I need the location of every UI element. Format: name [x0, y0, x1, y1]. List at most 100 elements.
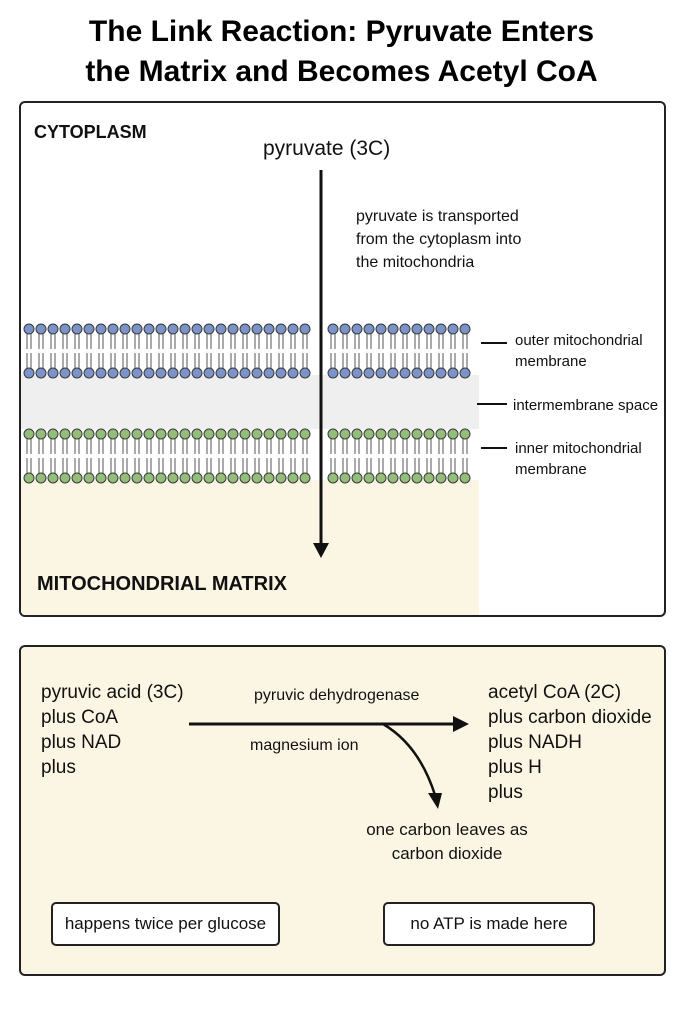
phospholipid-head [375, 323, 387, 335]
phospholipid-head [35, 323, 47, 335]
phospholipid-head [131, 367, 143, 379]
phospholipid-head [119, 323, 131, 335]
phospholipid-head [263, 367, 275, 379]
phospholipid-head [263, 472, 275, 484]
product-item: acetyl CoA (2C) [488, 682, 622, 703]
phospholipid-head [203, 323, 215, 335]
phospholipid-head [83, 367, 95, 379]
phospholipid-head [275, 367, 287, 379]
phospholipid-head [363, 472, 375, 484]
phospholipid-head [263, 428, 275, 440]
phospholipid-head [203, 428, 215, 440]
phospholipid-head [95, 428, 107, 440]
outer-membrane-label: outer mitochondrial membrane [515, 330, 643, 372]
phospholipid-head [23, 323, 35, 335]
reactants-list: pyruvic acid (3C) plus CoA plus NAD plus [41, 680, 184, 780]
phospholipid-head [83, 472, 95, 484]
phospholipid-head [435, 323, 447, 335]
phospholipid-head [155, 472, 167, 484]
phospholipid-head [95, 367, 107, 379]
phospholipid-head [143, 472, 155, 484]
phospholipid-head [327, 472, 339, 484]
product-item: plus NADH [488, 732, 582, 753]
phospholipid-head [227, 367, 239, 379]
phospholipid-head [363, 367, 375, 379]
phospholipid-head [179, 472, 191, 484]
outer-membrane-label-line: outer mitochondrial [515, 332, 643, 349]
phospholipid-head [327, 428, 339, 440]
phospholipid-head [23, 428, 35, 440]
matrix-label: MITOCHONDRIAL MATRIX [37, 573, 287, 595]
phospholipid-head [215, 428, 227, 440]
phospholipid-head [155, 323, 167, 335]
phospholipid-head [459, 323, 471, 335]
phospholipid-head [59, 472, 71, 484]
phospholipid-head [119, 428, 131, 440]
phospholipid-head [35, 472, 47, 484]
phospholipid-head [339, 323, 351, 335]
intermembrane-label: intermembrane space [513, 397, 659, 414]
product-item: plus H [488, 757, 542, 778]
phospholipid-head [71, 323, 83, 335]
phospholipid-head [275, 323, 287, 335]
phospholipid-head [447, 472, 459, 484]
phospholipid-head [47, 367, 59, 379]
phospholipid-head [131, 428, 143, 440]
phospholipid-head [351, 323, 363, 335]
phospholipid-head [35, 367, 47, 379]
phospholipid-head [119, 472, 131, 484]
inner-membrane-label-line: membrane [515, 461, 587, 478]
phospholipid-head [399, 323, 411, 335]
phospholipid-head [119, 367, 131, 379]
pyruvate-label: pyruvate (3C) [263, 137, 391, 160]
phospholipid-head [263, 323, 275, 335]
phospholipid-head [399, 428, 411, 440]
phospholipid-head [387, 323, 399, 335]
phospholipid-head [131, 323, 143, 335]
phospholipid-head [179, 323, 191, 335]
reactant-item: plus [41, 757, 76, 778]
reaction-panel: pyruvic acid (3C) plus CoA plus NAD plus… [19, 645, 666, 976]
phospholipid-head [435, 472, 447, 484]
phospholipid-head [191, 472, 203, 484]
transport-arrow-head [313, 543, 329, 558]
phospholipid-head [423, 428, 435, 440]
fact-no-atp: no ATP is made here [383, 902, 595, 946]
phospholipid-head [47, 428, 59, 440]
phospholipid-head [155, 367, 167, 379]
phospholipid-head [275, 428, 287, 440]
transport-note: pyruvate is transported from the cytopla… [356, 205, 521, 274]
phospholipid-head [251, 367, 263, 379]
phospholipid-head [351, 428, 363, 440]
phospholipid-head [143, 428, 155, 440]
phospholipid-head [375, 428, 387, 440]
phospholipid-head [299, 367, 311, 379]
phospholipid-head [227, 472, 239, 484]
phospholipid-head [339, 428, 351, 440]
fact-twice-per-glucose: happens twice per glucose [51, 902, 280, 946]
reaction-arrow-head [453, 716, 469, 732]
phospholipid-head [411, 367, 423, 379]
cytoplasm-label: CYTOPLASM [34, 122, 147, 142]
phospholipid-head [107, 323, 119, 335]
transport-note-line: pyruvate is transported [356, 208, 519, 225]
co2-note-line: one carbon leaves as [366, 820, 528, 839]
phospholipid-head [339, 367, 351, 379]
phospholipid-head [227, 428, 239, 440]
phospholipid-head [131, 472, 143, 484]
intermembrane-space-region [21, 375, 479, 429]
membrane-panel: CYTOPLASM pyruvate (3C) pyruvate is tran… [19, 101, 666, 617]
phospholipid-head [59, 323, 71, 335]
phospholipid-head [447, 367, 459, 379]
phospholipid-head [227, 323, 239, 335]
phospholipid-head [191, 428, 203, 440]
phospholipid-head [363, 323, 375, 335]
phospholipid-head [299, 472, 311, 484]
phospholipid-head [299, 323, 311, 335]
co2-branch-arrow-head [428, 793, 442, 809]
phospholipid-head [399, 472, 411, 484]
co2-note-line: carbon dioxide [391, 844, 503, 863]
phospholipid-head [411, 323, 423, 335]
phospholipid-head [83, 428, 95, 440]
phospholipid-head [239, 323, 251, 335]
